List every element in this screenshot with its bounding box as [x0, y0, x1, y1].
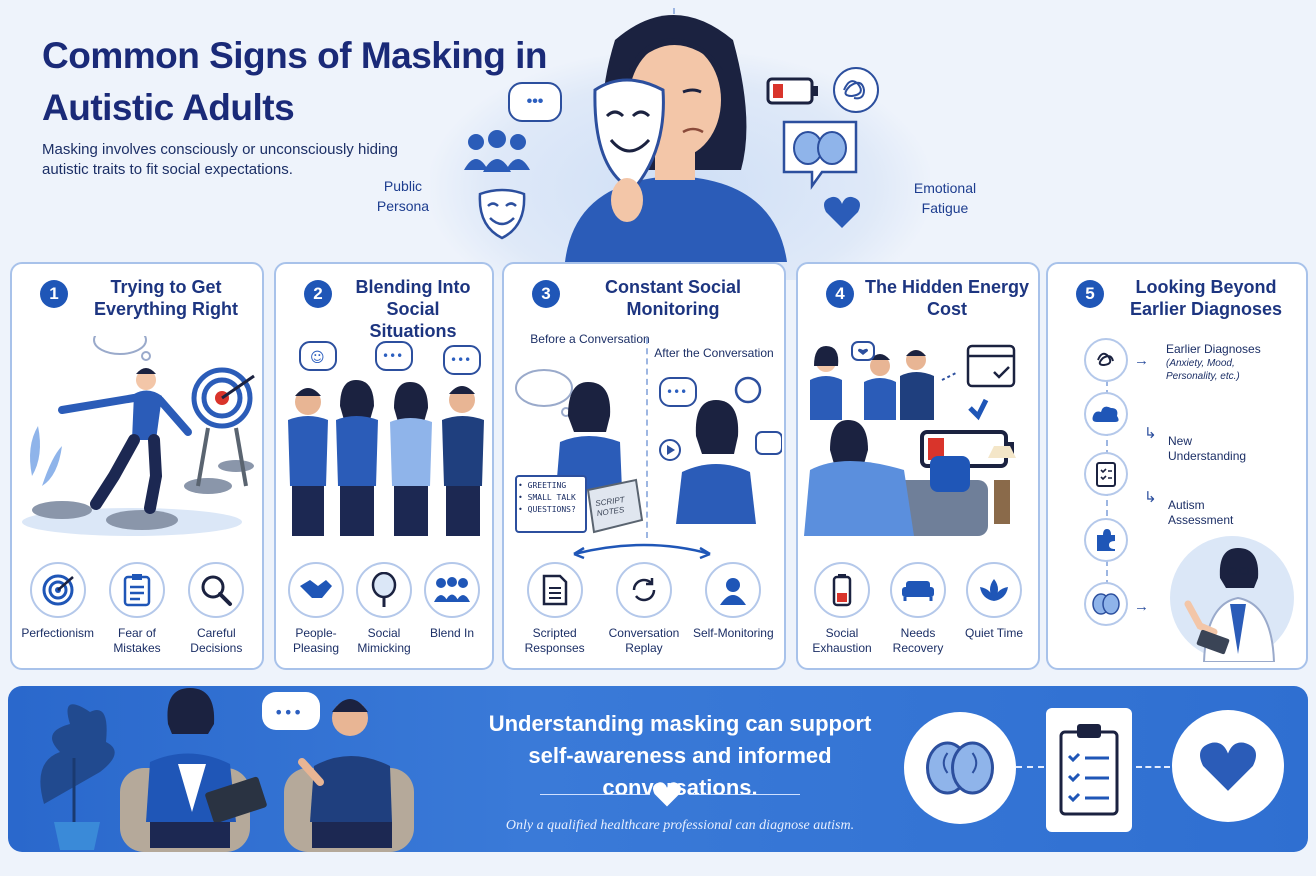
page-subtitle: Masking involves consciously or unconsci…	[42, 141, 399, 178]
arrow-icon: →	[1134, 352, 1149, 369]
group-icon	[424, 562, 480, 618]
svg-text:•••: •••	[450, 353, 471, 367]
emotional-fatigue-label: Emotional Fatigue	[913, 180, 977, 216]
card-title: The Hidden Energy Cost	[864, 277, 1030, 319]
mirror-icon	[356, 562, 412, 618]
low-battery-icon	[766, 76, 820, 111]
disclaimer-note: Only a qualified healthcare professional…	[505, 818, 855, 833]
banner-rule-right	[690, 794, 800, 795]
clinician-illustration	[1168, 534, 1298, 667]
stepping-stones-scene	[22, 325, 255, 536]
svg-text:•••: •••	[274, 703, 302, 722]
icon-scripted-responses: Scripted Responses	[512, 562, 598, 656]
card-title: Trying to Get Everything Right	[93, 277, 238, 319]
hero-woman-illustration	[555, 0, 795, 262]
icon-people-pleasing: People-Pleasing	[282, 562, 350, 656]
icon-needs-recovery: Needs Recovery	[882, 562, 954, 656]
card-perfectionism: 1 Trying to Get Everything Right	[10, 262, 264, 670]
sofa-icon	[890, 562, 946, 618]
card-social-monitoring: 3 Constant Social Monitoring Before a Co…	[502, 262, 786, 670]
card-title: Looking Beyond Earlier Diagnoses	[1129, 277, 1283, 319]
card-title: Constant Social Monitoring	[604, 277, 742, 319]
card-title: Blending Into Social Situations	[355, 277, 471, 341]
card-beyond-diagnoses: 5 Looking Beyond Earlier Diagnoses → Ear…	[1046, 262, 1308, 670]
energy-scene	[804, 340, 1036, 545]
script-notes-list: • GREETING • SMALL TALK • QUESTIONS?	[518, 481, 576, 514]
tangle-icon	[1084, 338, 1128, 382]
monitoring-scene: •••	[510, 364, 783, 569]
arrow-icon: →	[1134, 598, 1149, 615]
card-energy-cost: 4 The Hidden Energy Cost	[796, 262, 1040, 670]
heart-icon	[822, 194, 862, 235]
card-number: 1	[40, 280, 68, 308]
brain-icon	[778, 116, 862, 195]
brain-icon	[904, 712, 1016, 824]
banner-rule-left	[540, 794, 650, 795]
public-persona-label: Public Persona	[376, 178, 430, 214]
icon-blend-in: Blend In	[418, 562, 486, 656]
arrow-icon: ↳	[1144, 425, 1157, 442]
person-icon	[705, 562, 762, 618]
after-label: After the Conversation	[654, 346, 774, 360]
icon-perfectionism: Perfectionism	[18, 562, 97, 656]
banner-connector	[1016, 766, 1044, 768]
card-number: 2	[304, 280, 332, 308]
icon-careful-decisions: Careful Decisions	[177, 562, 256, 656]
step-new-understanding: New Understanding	[1168, 434, 1247, 463]
svg-text:☺: ☺	[310, 350, 325, 366]
svg-text:•••: •••	[666, 385, 687, 399]
banner-connector	[1136, 766, 1170, 768]
svg-text:•••: •••	[382, 349, 403, 363]
tangle-icon	[832, 66, 880, 119]
icon-social-mimicking: Social Mimicking	[350, 562, 418, 656]
target-icon	[29, 562, 86, 618]
banner-message: Understanding masking can support self-a…	[488, 711, 872, 800]
page-title: Common Signs of Masking in Autistic Adul…	[42, 35, 548, 128]
consultation-illustration: •••	[30, 672, 450, 857]
checklist-icon	[1046, 708, 1132, 832]
arrow-icon: ↳	[1144, 489, 1157, 506]
step-earlier-diagnoses: Earlier Diagnoses (Anxiety, Mood, Person…	[1166, 342, 1261, 382]
card-blending: 2 Blending Into Social Situations ☺ ••• …	[274, 262, 494, 670]
magnifier-icon	[188, 562, 245, 618]
icon-conversation-replay: Conversation Replay	[601, 562, 687, 656]
group-icon	[462, 130, 532, 179]
lotus-icon	[966, 562, 1022, 618]
heart-icon	[1172, 710, 1284, 822]
icon-quiet-time: Quiet Time	[958, 562, 1030, 656]
heart-icon	[650, 780, 684, 813]
low-battery-icon	[814, 562, 870, 618]
replay-icon	[615, 562, 672, 618]
icon-social-exhaustion: Social Exhaustion	[806, 562, 878, 656]
brain-icon	[1084, 582, 1128, 626]
monitoring-divider	[646, 338, 648, 538]
card-number: 4	[826, 280, 854, 308]
icon-self-monitoring: Self-Monitoring	[690, 562, 776, 656]
step-autism-assessment: Autism Assessment	[1168, 498, 1234, 527]
handshake-icon	[288, 562, 344, 618]
card-number: 5	[1076, 280, 1104, 308]
icon-fear-of-mistakes: Fear of Mistakes	[97, 562, 176, 656]
checklist-icon	[1084, 452, 1128, 496]
speech-bubble-icon: •••	[508, 82, 562, 122]
mask-icon	[474, 186, 530, 247]
card-number: 3	[532, 280, 560, 308]
clipboard-icon	[108, 562, 165, 618]
document-icon	[526, 562, 583, 618]
before-label: Before a Conversation	[530, 332, 650, 346]
group-blending-scene: ☺ ••• •••	[286, 336, 484, 538]
puzzle-icon	[1084, 518, 1128, 562]
cloud-icon	[1084, 392, 1128, 436]
